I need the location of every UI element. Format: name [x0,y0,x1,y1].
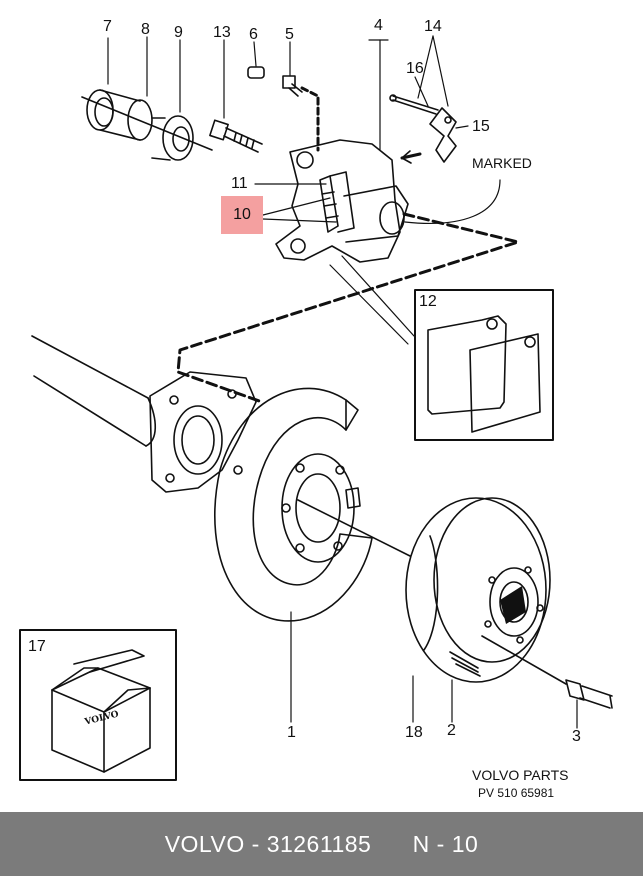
pad-set-12 [414,289,554,441]
package-box-17 [19,629,177,781]
footer-gap [371,831,412,858]
box-brand: VOLVO [83,710,120,728]
bushing-parts-7-8-9 [81,89,213,161]
callout-4: 4 [374,17,383,34]
highlight-box [221,196,263,234]
callout-17: 17 [28,638,46,655]
footer-part-number: 31261185 [266,830,372,857]
rear-axle [31,335,257,493]
bleed-cap-6 [247,66,265,79]
guide-pin-16 [389,94,439,115]
bleed-screw-5 [282,75,303,97]
footer-ref: N - 10 [412,830,479,857]
callout-2: 2 [447,722,456,739]
callout-3: 3 [572,728,581,745]
callout-14: 14 [424,18,442,35]
credits-line2: PV 510 65981 [478,786,554,800]
marked-label: MARKED [472,155,532,171]
exploded-diagram: 7 8 9 13 6 5 4 14 16 15 11 12 17 1 18 2 … [19,17,613,800]
credits-line1: VOLVO PARTS [472,767,568,783]
callout-1: 1 [287,724,296,741]
callout-16: 16 [406,60,424,77]
footer-brand: VOLVO [164,830,245,857]
callout-11: 11 [231,175,248,192]
callout-13: 13 [213,24,231,41]
callout-18: 18 [405,724,423,741]
footer-bar: VOLVO - 31261185 N - 10 [0,812,643,876]
callout-6: 6 [249,26,258,43]
brake-disc-18 [405,497,567,685]
bolt-13 [209,119,263,153]
callout-8: 8 [141,21,150,38]
callout-10: 10 [233,206,251,223]
leader-lines [107,35,578,729]
callout-5: 5 [285,26,294,43]
callout-7: 7 [103,18,112,35]
wheel-stud-3 [565,679,613,709]
retaining-clip-15 [429,107,457,163]
callout-15: 15 [472,118,490,135]
footer-separator: - [244,830,267,857]
callout-12: 12 [419,293,437,310]
callout-9: 9 [174,24,183,41]
backing-plate-1 [214,387,411,622]
callout-numbers: 7 8 9 13 6 5 4 14 16 15 11 12 17 1 18 2 … [28,17,581,745]
brake-caliper-4 [275,139,409,263]
